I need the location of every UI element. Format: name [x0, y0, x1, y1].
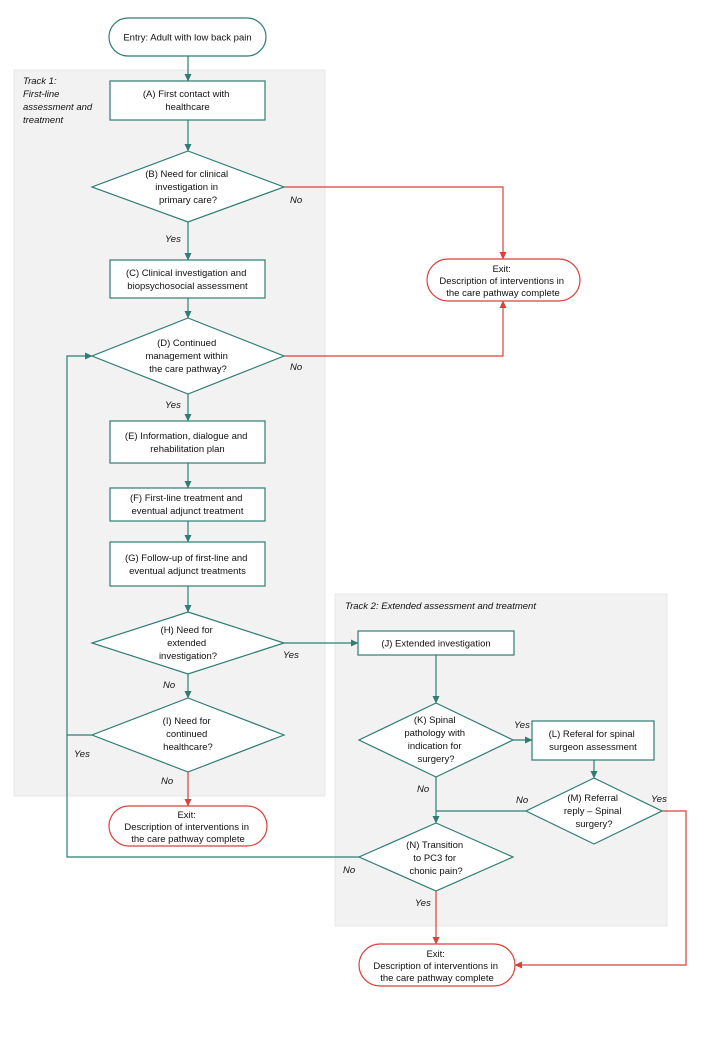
- node-g-follow-up: [109, 541, 266, 587]
- n-no-label: No: [343, 865, 355, 876]
- entry-terminator: [108, 17, 267, 57]
- i-no-label: No: [161, 776, 173, 787]
- decision-k-spinal-pathology: [357, 702, 515, 778]
- n-yes-label: Yes: [415, 898, 431, 909]
- decision-n-label: (N) Transition to PC3 for chonic pain?: [406, 840, 466, 877]
- d-yes-label: Yes: [165, 400, 181, 411]
- decision-m-referral-reply: [524, 777, 664, 845]
- decision-h-extended-investigation: [90, 611, 286, 675]
- edge-d-exit: [284, 300, 507, 357]
- decision-k-label: (K) Spinal pathology with indication for…: [404, 715, 467, 765]
- decision-d-label: (D) Continued management within the care…: [145, 338, 230, 375]
- node-f-first-line-treatment: [109, 487, 266, 522]
- node-l-surgeon-referral: [531, 720, 655, 761]
- edge-m-exit: [514, 810, 687, 969]
- entry-label: Entry: Adult with low back pain: [123, 33, 251, 44]
- exit-terminator-2: [426, 258, 581, 302]
- h-yes-label: Yes: [283, 650, 299, 661]
- exit-3-label: Exit: Description of interventions in th…: [373, 949, 500, 984]
- node-j-label: (J) Extended investigation: [381, 639, 490, 650]
- i-yes-label: Yes: [74, 749, 90, 760]
- edge-labels: No Yes No Yes Yes No Yes No Yes No No Ye…: [74, 195, 667, 909]
- track-2-label: Track 2: Extended assessment and treatme…: [345, 601, 536, 612]
- decision-i-continued-healthcare: [90, 697, 286, 773]
- decision-h-label: (H) Need for extended investigation?: [159, 625, 217, 662]
- exit-terminator-1: [108, 805, 268, 847]
- m-no-label: No: [516, 795, 528, 806]
- decision-n-transition-pc3: [357, 822, 515, 892]
- decision-b-label: (B) Need for clinical investigation in p…: [145, 169, 231, 206]
- node-a-first-contact: [109, 80, 266, 121]
- exit-terminator-3: [358, 943, 516, 987]
- edge-n-loop: [66, 735, 360, 858]
- k-no-label: No: [417, 784, 429, 795]
- m-yes-label: Yes: [651, 794, 667, 805]
- node-f-label: (F) First-line treatment and eventual ad…: [130, 493, 245, 517]
- edge-b-exit: [284, 186, 507, 260]
- node-e-information-plan: [109, 420, 266, 464]
- node-a-label: (A) First contact with healthcare: [143, 89, 232, 113]
- track-1-label: Track 1: First-line assessment and treat…: [23, 76, 95, 126]
- k-yes-label: Yes: [514, 720, 530, 731]
- exit-2-label: Exit: Description of interventions in th…: [439, 264, 566, 299]
- node-c-label: (C) Clinical investigation and biopsycho…: [126, 268, 249, 292]
- nodes: Entry: Adult with low back pain (A) Firs…: [90, 17, 664, 987]
- exit-1-label: Exit: Description of interventions in th…: [124, 810, 251, 845]
- node-j-extended-investigation: [357, 630, 515, 656]
- node-c-clinical-investigation: [109, 259, 266, 299]
- d-no-label: No: [290, 362, 302, 373]
- decision-d-continued-management: [90, 317, 286, 395]
- edge-i-d: [66, 352, 93, 736]
- decision-i-label: (I) Need for continued healthcare?: [163, 716, 214, 753]
- node-e-label: (E) Information, dialogue and rehabilita…: [125, 431, 250, 455]
- decision-b-clinical-investigation: [90, 150, 286, 223]
- teal-connectors: [66, 56, 598, 858]
- node-g-label: (G) Follow-up of first-line and eventual…: [125, 553, 250, 577]
- b-no-label: No: [290, 195, 302, 206]
- node-l-label: (L) Referal for spinal surgeon assessmen…: [549, 729, 638, 753]
- b-yes-label: Yes: [165, 234, 181, 245]
- decision-m-label: (M) Referral reply – Spinal surgery?: [564, 793, 624, 830]
- red-connectors: [184, 186, 687, 969]
- h-no-label: No: [163, 680, 175, 691]
